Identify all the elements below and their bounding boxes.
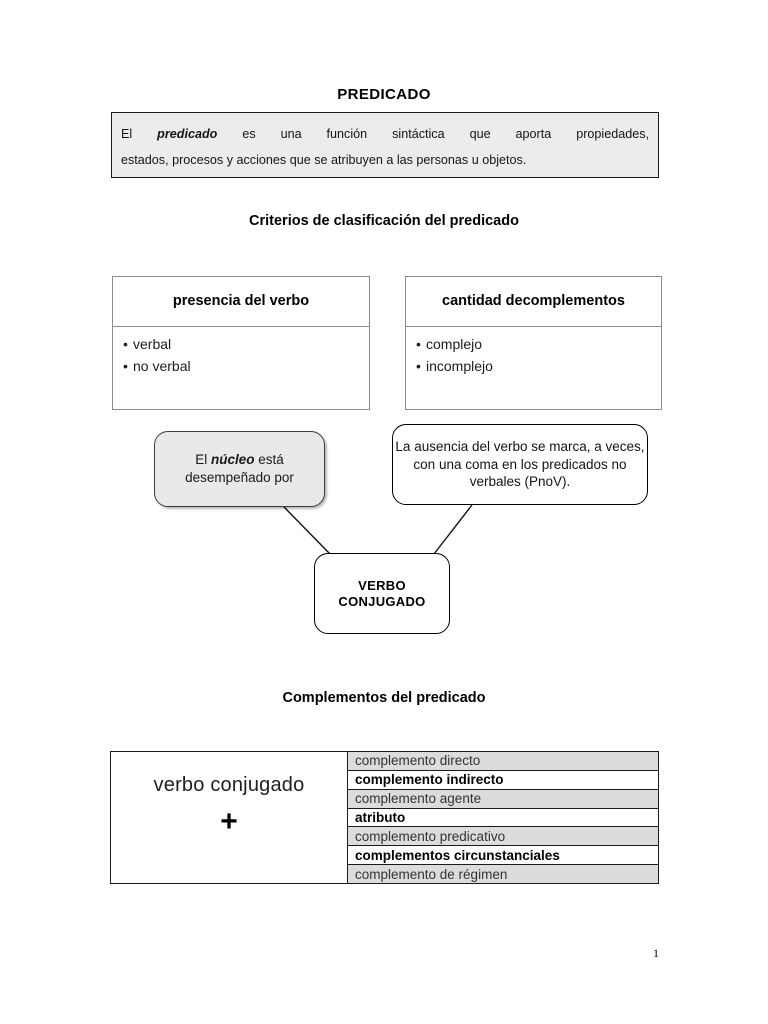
list-item: • verbal (123, 333, 369, 355)
criteria-header-line-1: cantidad de (442, 293, 523, 309)
node-line-1: VERBO (358, 577, 406, 593)
callout-nucleo-after: está desempeñado por (185, 452, 294, 485)
node-verbo-conjugado-text: VERBO CONJUGADO (338, 578, 425, 610)
criteria-box-presencia-del-verbo: presencia del verbo • verbal • no verbal (112, 276, 370, 410)
criteria-header-presencia: presencia del verbo (113, 277, 369, 327)
table-row: complemento indirecto (348, 770, 658, 790)
callout-nucleo: El núcleo está desempeñado por (154, 431, 325, 507)
bullet-icon: • (416, 336, 421, 352)
callout-ausencia-del-verbo: La ausencia del verbo se marca, a veces,… (392, 424, 648, 505)
criteria-item-label: verbal (133, 336, 172, 352)
criteria-header-cantidad: cantidad de complementos (406, 277, 661, 327)
table-row: complementos circunstanciales (348, 846, 658, 866)
table-row: complemento directo (348, 752, 658, 771)
complements-table-rows: complemento directo complemento indirect… (348, 752, 658, 884)
table-row: atributo (348, 808, 658, 828)
definition-line-1: El predicado es una función sintáctica q… (121, 121, 649, 147)
table-row: complemento agente (348, 789, 658, 809)
criteria-box-cantidad-de-complementos: cantidad de complementos • complejo • inco… (405, 276, 662, 410)
complements-table-left-cell: verbo conjugado + (111, 752, 348, 883)
list-item: • complejo (416, 333, 661, 355)
definition-box: El predicado es una función sintáctica q… (111, 112, 659, 178)
criteria-header-line-2: complementos (522, 293, 625, 309)
definition-text-after: es una función sintáctica que aporta pro… (242, 127, 650, 141)
definition-line-2: estados, procesos y acciones que se atri… (121, 153, 527, 167)
callout-nucleo-before: El (195, 452, 208, 467)
section-heading-complementos: Complementos del predicado (282, 690, 486, 706)
callout-nucleo-text: El núcleo está desempeñado por (155, 451, 324, 487)
plus-icon: + (220, 805, 238, 838)
criteria-list-presencia: • verbal • no verbal (113, 327, 369, 377)
page-number: 1 (653, 946, 659, 960)
list-item: • no verbal (123, 355, 369, 377)
criteria-item-label: complejo (426, 336, 483, 352)
criteria-item-label: incomplejo (426, 358, 493, 374)
list-item: • incomplejo (416, 355, 661, 377)
bullet-icon: • (416, 358, 421, 374)
complements-table: verbo conjugado + complemento directo co… (110, 751, 659, 884)
callout-nucleo-keyword: núcleo (210, 452, 255, 467)
definition-text-before: El (121, 127, 133, 141)
node-verbo-conjugado: VERBO CONJUGADO (314, 553, 450, 634)
bullet-icon: • (123, 358, 128, 374)
criteria-item-label: no verbal (133, 358, 191, 374)
table-row: complemento de régimen (348, 865, 658, 884)
node-line-2: CONJUGADO (338, 593, 426, 609)
page-title: PREDICADO (337, 86, 431, 103)
definition-keyword: predicado (157, 127, 218, 141)
callout-ausencia-text: La ausencia del verbo se marca, a veces,… (395, 439, 645, 490)
section-heading-criterios: Criterios de clasificación del predicado (249, 213, 519, 229)
table-row: complemento predicativo (348, 827, 658, 847)
verbo-conjugado-label: verbo conjugado (153, 774, 305, 796)
bullet-icon: • (123, 336, 128, 352)
criteria-list-cantidad: • complejo • incomplejo (406, 327, 661, 377)
